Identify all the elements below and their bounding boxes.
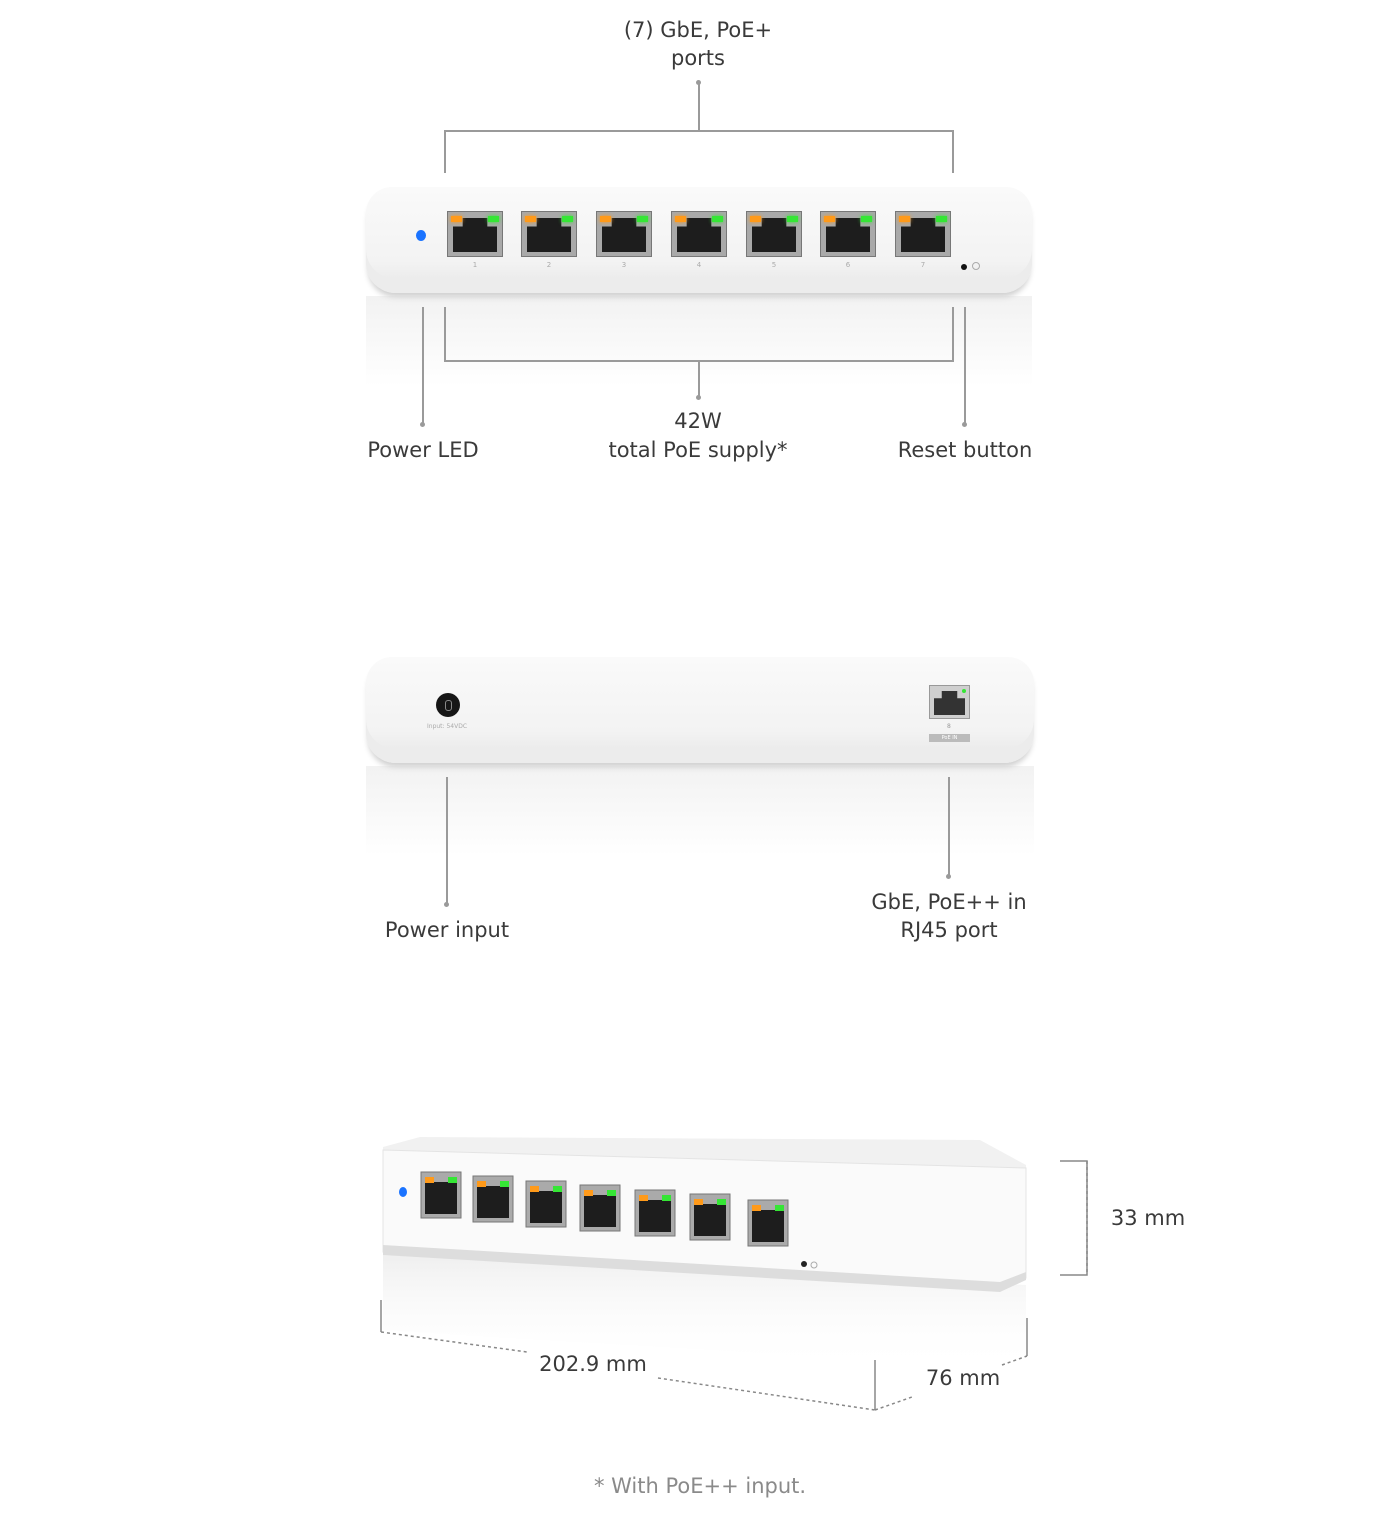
port-opening [530,1191,562,1223]
switch-back: Input: 54VDC 8 PoE IN [366,657,1034,763]
port-opening [639,1200,671,1232]
port-7 [895,211,951,257]
port-6 [820,211,876,257]
power-led-leader [422,307,424,425]
port-opening [425,1182,457,1214]
port-led-orange [752,1205,761,1211]
depth-dimension: 76 mm [925,1366,1001,1390]
port-led-green [607,1190,616,1196]
port-label: 3 [621,261,627,269]
ports-bracket [444,130,954,132]
power-input-callout: Power input [384,918,510,942]
port-label: 4 [696,261,702,269]
port-label: 5 [771,261,777,269]
port-label: 6 [845,261,851,269]
leader-dot [420,422,425,427]
power-led [399,1187,407,1197]
uplink-port-number: 8 [947,723,951,730]
port-opening [694,1204,726,1236]
poe-supply-callout-line1: 42W [674,409,722,433]
width-dashed-line [657,1377,876,1411]
power-input-leader [446,777,448,905]
port-opening [752,1210,784,1242]
port-opening [584,1195,616,1227]
port-led-orange [584,1190,593,1196]
port-led-green [717,1199,726,1205]
device-base [383,1245,1026,1292]
port-5 [746,211,802,257]
reset-icon [810,1261,818,1269]
port-led-green [500,1181,509,1187]
input-label: Input: 54VDC [427,723,468,730]
reset-button[interactable] [961,264,967,270]
power-led-callout: Power LED [367,438,479,462]
port-led-orange [530,1186,539,1192]
power-led [416,230,426,241]
reset-leader [964,307,966,425]
port-4 [671,211,727,257]
ports-bracket-right [952,130,954,173]
port-led-orange [694,1199,703,1205]
leader-line [698,82,700,131]
port-2 [521,211,577,257]
ports-callout-line2: ports [671,46,725,70]
leader-dot [696,395,701,400]
switch-front: 1 2 3 4 5 6 7 [366,187,1032,293]
footnote: * With PoE++ input. [593,1474,807,1498]
port-led-orange [639,1195,648,1201]
depth-dashed-line [1001,1355,1028,1366]
port-3 [596,211,652,257]
port-label: 7 [920,261,926,269]
reset-button-callout: Reset button [897,438,1033,462]
ports-callout-line1: (7) GbE, PoE+ [623,18,773,42]
poe-supply-callout-line2: total PoE supply* [608,438,788,462]
supply-leader [698,360,700,397]
port-label: 1 [472,261,478,269]
reset-icon [972,262,980,270]
poe-in-badge: PoE IN [929,734,970,742]
port-led-orange [477,1181,486,1187]
supply-bracket-right [952,307,954,362]
port-led-green [553,1186,562,1192]
depth-dashed-line [874,1396,913,1411]
height-dimension: 33 mm [1110,1206,1186,1230]
device-reflection [366,766,1034,856]
port-label: 2 [546,261,552,269]
port-led-green [662,1195,671,1201]
port-led-green [448,1177,457,1183]
leader-dot [946,874,951,879]
width-dashed-line [380,1331,528,1353]
uplink-callout-line1: GbE, PoE++ in [871,890,1027,914]
height-bracket [1060,1160,1088,1276]
port-led-green [775,1205,784,1211]
port-opening [477,1186,509,1218]
leader-dot [962,422,967,427]
supply-bracket-left [444,307,446,362]
uplink-leader [948,777,950,877]
ports-bracket-left [444,130,446,173]
port-1 [447,211,503,257]
width-dimension: 202.9 mm [539,1352,647,1376]
uplink-port [929,685,970,719]
leader-dot [444,902,449,907]
uplink-callout-line2: RJ45 port [900,918,998,942]
reset-button [801,1261,807,1267]
power-jack [436,693,460,717]
port-led-orange [425,1177,434,1183]
